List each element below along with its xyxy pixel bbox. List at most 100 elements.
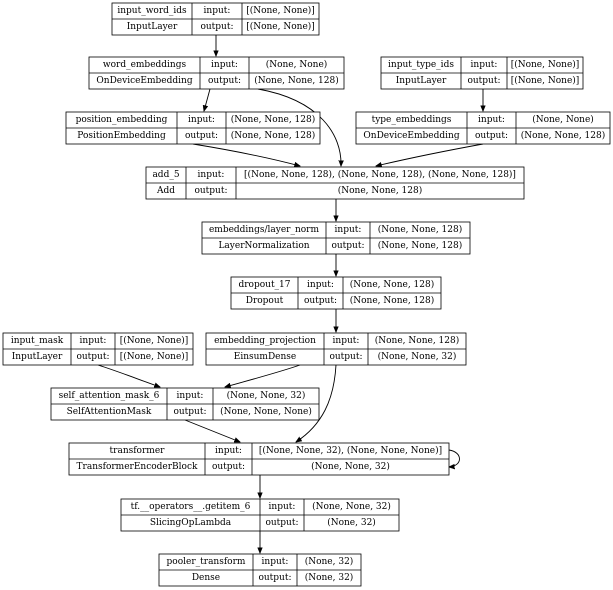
node-type: EinsumDense (234, 352, 296, 362)
output-shape: [(None, None)] (120, 351, 189, 362)
output-port-label: output: (173, 407, 206, 417)
edge-embedding-projection-to-transformer (296, 364, 337, 442)
node-name: input_type_ids (388, 60, 454, 70)
node-name: embedding_projection (214, 336, 316, 346)
input-shape: (None, None, 32) (227, 390, 306, 401)
node-type: OnDeviceEmbedding (96, 76, 192, 86)
input-port-label: input: (262, 557, 289, 567)
output-port-label: output: (331, 241, 364, 251)
input-shape: (None, None) (532, 114, 594, 125)
node-name: type_embeddings (372, 115, 452, 125)
output-shape: (None, None, 32) (311, 461, 390, 472)
edge-type-embeddings-to-add-5 (376, 143, 484, 166)
node-type: OnDeviceEmbedding (363, 131, 459, 141)
output-shape: (None, None, 128) (231, 130, 315, 141)
output-port-label: output: (467, 76, 500, 86)
node-input-word-ids[interactable]: input_word_idsInputLayerinput:output:[(N… (111, 2, 320, 36)
node-position-embedding[interactable]: position_embeddingPositionEmbeddinginput… (65, 111, 321, 145)
node-input-type-ids[interactable]: input_type_idsInputLayerinput:output:[(N… (380, 56, 584, 90)
input-port-label: input: (188, 115, 215, 125)
input-shape: [(None, None)] (246, 5, 315, 16)
node-type: TransformerEncoderBlock (77, 462, 198, 472)
edge-embedding-projection-to-self-attention-mask-6 (225, 364, 301, 387)
output-port-label: output: (185, 131, 218, 141)
node-name: word_embeddings (103, 60, 187, 70)
edge-word-embeddings-to-position-embedding (204, 88, 211, 111)
input-port-label: input: (198, 170, 225, 180)
output-port-label: output: (475, 131, 508, 141)
output-port-label: output: (329, 352, 362, 362)
input-shape: (None, None, 32) (312, 501, 391, 512)
input-port-label: input: (80, 336, 107, 346)
output-shape: (None, None, 32) (378, 351, 457, 362)
input-port-label: input: (211, 60, 238, 70)
input-shape: [(None, None)] (511, 59, 580, 70)
node-self-attention-mask-6[interactable]: self_attention_mask_6SelfAttentionMaskin… (50, 387, 320, 421)
node-type: InputLayer (127, 22, 178, 32)
input-port-label: input: (269, 502, 296, 512)
output-port-label: output: (304, 296, 337, 306)
input-shape: (None, None, 128) (375, 335, 459, 346)
input-shape: (None, None, 128) (378, 224, 462, 235)
node-type: SelfAttentionMask (67, 407, 152, 417)
edge-position-embedding-to-add-5 (192, 143, 300, 166)
output-port-label: output: (76, 352, 109, 362)
edge-word-embeddings-to-add-5 (257, 88, 341, 166)
input-shape: (None, None, 128) (350, 279, 434, 290)
node-name: self_attention_mask_6 (59, 391, 160, 401)
node-type: Dropout (246, 296, 284, 306)
output-shape: [(None, None)] (511, 75, 580, 86)
input-shape: (None, None) (266, 59, 328, 70)
node-name: tf.__operators__.getitem_6 (131, 502, 251, 512)
output-shape: [(None, None)] (246, 21, 315, 32)
node-type: InputLayer (12, 352, 63, 362)
output-shape: (None, None, 128) (521, 130, 605, 141)
node-name: transformer (110, 446, 166, 456)
node-name: dropout_17 (238, 280, 290, 290)
node-type: SlicingOpLambda (150, 518, 232, 528)
input-port-label: input: (478, 115, 505, 125)
edge-transformer-to-transformer (449, 449, 460, 467)
node-name: add_5 (152, 170, 179, 180)
node-layer-norm[interactable]: embeddings/layer_normLayerNormalizationi… (201, 221, 471, 255)
input-port-label: input: (307, 280, 334, 290)
output-port-label: output: (212, 462, 245, 472)
node-type: Dense (192, 573, 220, 583)
input-shape: [(None, None, 32), (None, None, None)] (259, 445, 442, 456)
input-shape: (None, None, 128) (231, 114, 315, 125)
output-port-label: output: (208, 76, 241, 86)
output-shape: (None, 32) (327, 517, 376, 528)
input-port-label: input: (215, 446, 242, 456)
output-port-label: output: (258, 573, 291, 583)
node-type: Add (156, 186, 175, 196)
input-port-label: input: (333, 336, 360, 346)
node-name: input_mask (11, 336, 64, 346)
output-port-label: output: (265, 518, 298, 528)
node-name: pooler_transform (167, 557, 246, 567)
output-port-label: output: (200, 22, 233, 32)
node-type: PositionEmbedding (77, 131, 166, 141)
output-shape: (None, None, 128) (338, 185, 422, 196)
input-shape: [(None, None, 128), (None, None, 128), (… (244, 169, 516, 180)
input-port-label: input: (335, 225, 362, 235)
input-port-label: input: (471, 60, 498, 70)
input-shape: [(None, None)] (120, 335, 189, 346)
input-shape: (None, 32) (305, 556, 354, 567)
output-shape: (None, None, 128) (350, 295, 434, 306)
input-port-label: input: (204, 6, 231, 16)
node-getitem-6[interactable]: tf.__operators__.getitem_6SlicingOpLambd… (120, 498, 400, 532)
edges-layer (97, 35, 484, 553)
output-shape: (None, None, None) (220, 406, 312, 417)
edge-self-attention-mask-6-to-transformer (184, 419, 240, 442)
node-type: LayerNormalization (218, 241, 309, 251)
